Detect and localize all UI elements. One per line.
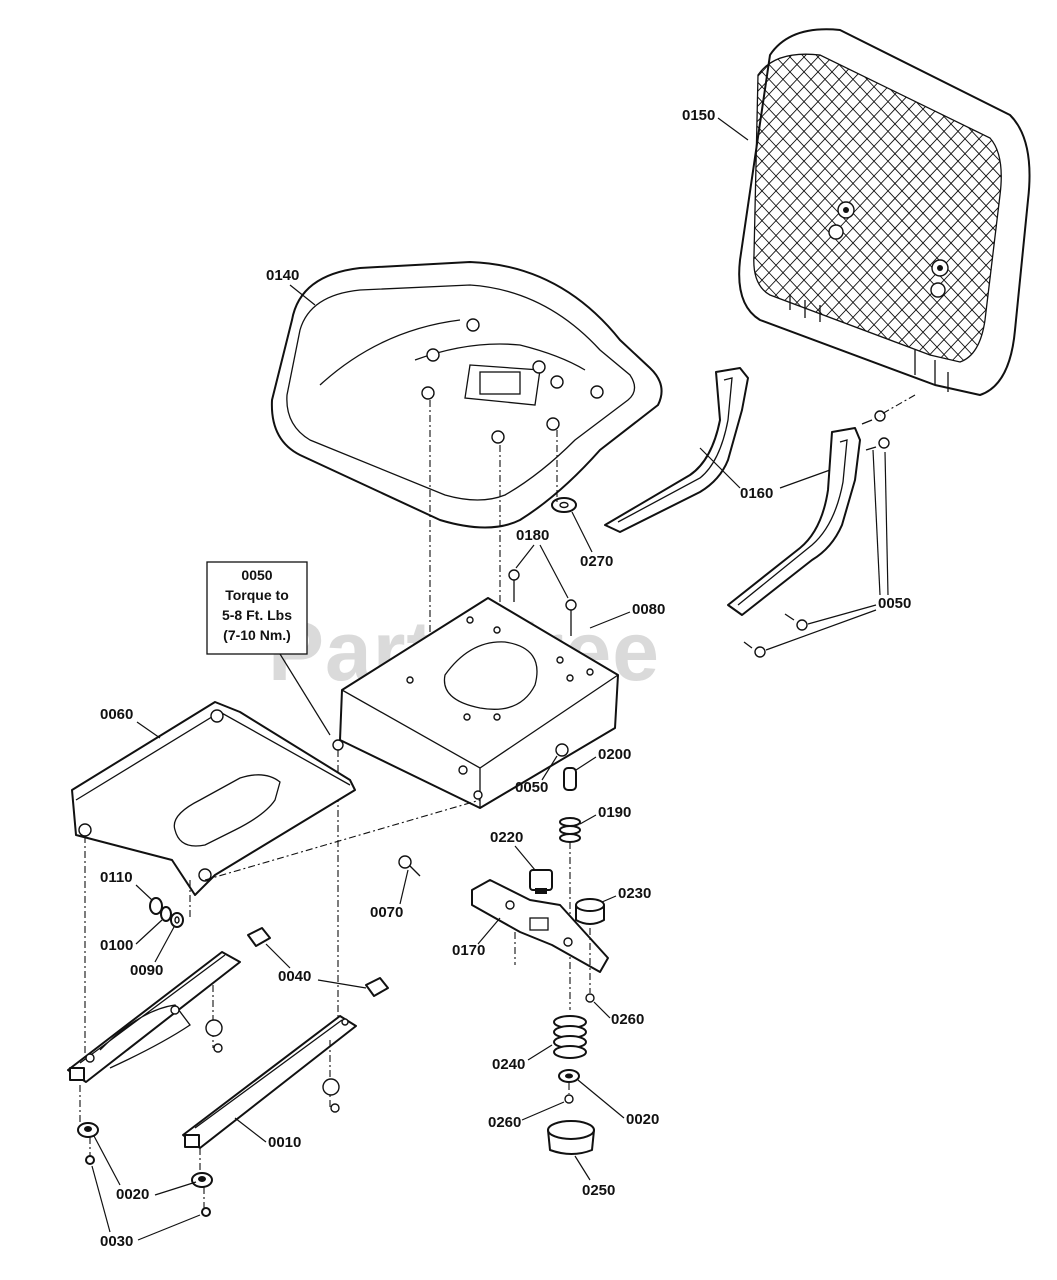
label-0100: 0100 — [100, 937, 133, 954]
washer-0090[interactable] — [170, 912, 184, 928]
nut-0260-bottom[interactable] — [564, 1094, 574, 1104]
slide-rail-left[interactable] — [67, 951, 241, 1083]
bumper-0230[interactable] — [575, 898, 605, 925]
label-0040: 0040 — [278, 968, 311, 985]
label-0080: 0080 — [632, 601, 665, 618]
spring-0190[interactable] — [559, 817, 581, 843]
slide-bracket-0060[interactable] — [71, 701, 356, 896]
label-0180: 0180 — [516, 527, 549, 544]
label-0150: 0150 — [682, 107, 715, 124]
clip-0040-right[interactable] — [365, 977, 389, 997]
washer-0020-right[interactable] — [191, 1172, 213, 1188]
label-0260-top: 0260 — [611, 1011, 644, 1028]
slide-rail-0010[interactable] — [182, 1015, 357, 1149]
label-0110: 0110 — [100, 869, 133, 886]
bolt-0050-slide[interactable] — [332, 739, 344, 751]
nut-0030-left[interactable] — [85, 1155, 95, 1165]
cup-0250[interactable] — [547, 1120, 595, 1155]
label-0240: 0240 — [492, 1056, 525, 1073]
switch-0220[interactable] — [529, 869, 553, 894]
label-0060: 0060 — [100, 706, 133, 723]
label-0270: 0270 — [580, 553, 613, 570]
spring-0240[interactable] — [553, 1015, 587, 1059]
nut-0260-top[interactable] — [585, 993, 595, 1003]
note-line-4: (7-10 Nm.) — [223, 627, 291, 643]
bolt-0070[interactable] — [398, 855, 421, 877]
bolts-0050-right[interactable] — [743, 410, 890, 658]
label-0050-right: 0050 — [878, 595, 911, 612]
nut-0110[interactable] — [149, 897, 163, 915]
seat-bracket-right-0160[interactable] — [727, 427, 861, 616]
washer-0020-left[interactable] — [77, 1122, 99, 1138]
note-line-2: Torque to — [225, 587, 289, 603]
label-0170: 0170 — [452, 942, 485, 959]
label-0190: 0190 — [598, 804, 631, 821]
nut-0030-right[interactable] — [201, 1207, 211, 1217]
label-0020-left: 0020 — [116, 1186, 149, 1203]
note-line-3: 5-8 Ft. Lbs — [222, 607, 292, 623]
label-0260-bottom: 0260 — [488, 1114, 521, 1131]
label-0050-mid: 0050 — [515, 779, 548, 796]
label-0200: 0200 — [598, 746, 631, 763]
note-line-1: 0050 — [241, 567, 272, 583]
bolt-0050-mid[interactable] — [555, 743, 569, 757]
label-0020-mid: 0020 — [626, 1111, 659, 1128]
washer-0100[interactable] — [160, 906, 172, 922]
label-0140: 0140 — [266, 267, 299, 284]
label-0030: 0030 — [100, 1233, 133, 1250]
label-0010: 0010 — [268, 1134, 301, 1151]
label-0250: 0250 — [582, 1182, 615, 1199]
switch-bracket-0170[interactable] — [471, 879, 609, 973]
pin-0200[interactable] — [563, 767, 577, 791]
seat-bracket-left-0160[interactable] — [604, 367, 749, 533]
clip-0040-left[interactable] — [247, 927, 271, 947]
label-0090: 0090 — [130, 962, 163, 979]
label-0160: 0160 — [740, 485, 773, 502]
label-0230: 0230 — [618, 885, 651, 902]
label-0070: 0070 — [370, 904, 403, 921]
seat-back-0150[interactable] — [290, 28, 1057, 396]
torque-note: 0050 Torque to 5-8 Ft. Lbs (7-10 Nm.) — [206, 561, 308, 655]
bolts-0180[interactable] — [508, 569, 577, 636]
label-0220: 0220 — [490, 829, 523, 846]
seat-0140[interactable] — [270, 261, 663, 529]
